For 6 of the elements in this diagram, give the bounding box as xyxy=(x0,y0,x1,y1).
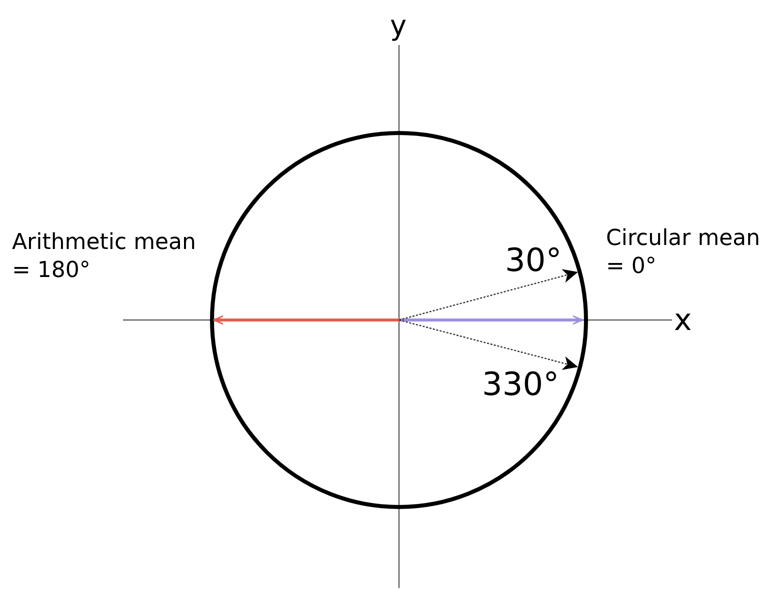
axis-label: y xyxy=(390,8,407,43)
annotation-text: Circular mean = 0° xyxy=(606,225,761,280)
annotation-text: Arithmetic mean = 180° xyxy=(12,229,197,284)
angle-label: 330° xyxy=(482,364,560,404)
angle-label: 30° xyxy=(505,240,562,280)
axis-label: x xyxy=(674,302,692,340)
